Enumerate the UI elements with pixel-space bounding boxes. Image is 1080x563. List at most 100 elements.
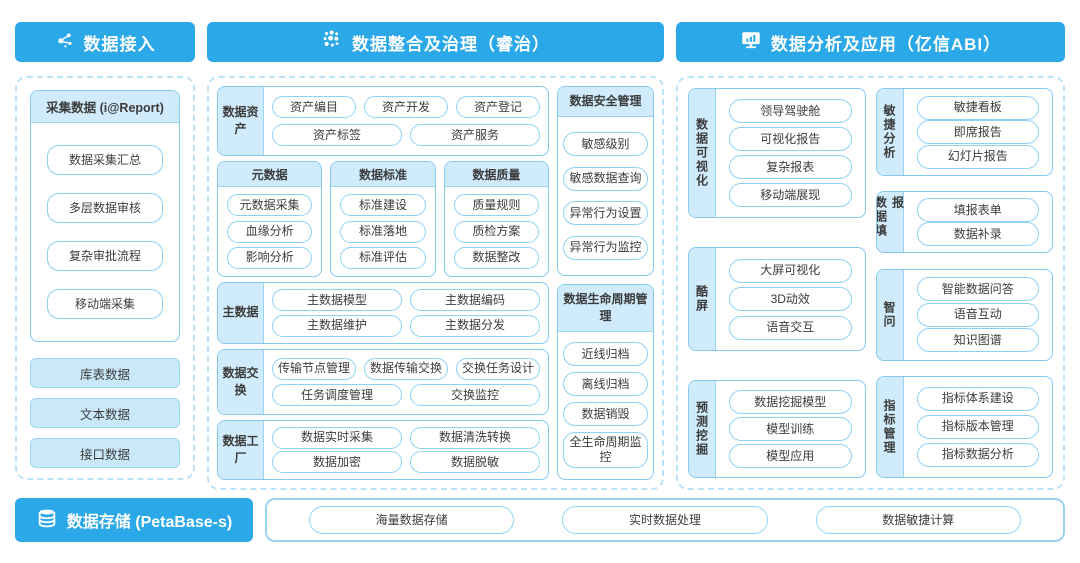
feature-pill: 数据整改 <box>453 246 539 269</box>
feature-pill: 近线归档 <box>563 342 648 367</box>
feature-pill: 资产服务 <box>410 124 540 146</box>
feature-pill: 领导驾驶舱 <box>729 99 852 123</box>
analysis-column: 数据分析及应用（亿信ABI） 数据可视化 领导驾驶舱 可视化报告 复杂报表 移动… <box>676 22 1065 490</box>
data-factory-group: 数据工厂 数据实时采集 数据清洗转换 数据加密 数据脱敏 <box>217 420 549 480</box>
feature-pill: 3D动效 <box>729 287 852 311</box>
data-factory-label: 数据工厂 <box>218 421 264 479</box>
feature-pill: 移动端采集 <box>47 289 163 319</box>
collect-data-items: 数据采集汇总 多层数据审核 复杂审批流程 移动端采集 <box>31 123 179 341</box>
network-icon <box>55 30 75 55</box>
indicator-management-group: 指标管理 指标体系建设 指标版本管理 指标数据分析 <box>875 375 1053 478</box>
feature-pill: 血缘分析 <box>227 220 313 243</box>
data-access-header: 数据接入 <box>15 22 195 62</box>
feature-pill: 海量数据存储 <box>309 506 515 534</box>
governance-panel: 数据资产 资产编目 资产开发 资产登记 资产标签 资产服务 <box>207 76 664 490</box>
governance-column: 数据整合及治理（睿治） 数据资产 资产编目 资产开发 资产登记 <box>207 22 664 490</box>
feature-pill: 传输节点管理 <box>272 357 356 380</box>
data-lifecycle-title: 数据生命周期管理 <box>558 285 653 332</box>
database-icon <box>36 507 58 534</box>
feature-pill: 实时数据处理 <box>562 506 768 534</box>
feature-pill: 模型应用 <box>729 444 852 468</box>
feature-pill: 交换任务设计 <box>456 357 540 380</box>
data-visualization-label: 数据可视化 <box>689 89 716 217</box>
data-asset-group: 数据资产 资产编目 资产开发 资产登记 资产标签 资产服务 <box>217 86 549 156</box>
feature-pill: 幻灯片报告 <box>916 144 1039 169</box>
feature-pill: 离线归档 <box>563 372 648 397</box>
data-source-item: 文本数据 <box>30 398 180 428</box>
data-quality-title: 数据质量 <box>444 162 548 187</box>
feature-pill: 资产编目 <box>272 96 356 118</box>
metadata-title: 元数据 <box>218 162 322 187</box>
top-section: 数据接入 采集数据 (i@Report) 数据采集汇总 多层数据审核 复杂审批流… <box>15 22 1065 490</box>
feature-pill: 敏感数据查询 <box>563 166 648 191</box>
data-lifecycle-card: 数据生命周期管理 近线归档 离线归档 数据销毁 全生命周期监控 <box>557 284 654 480</box>
data-asset-label: 数据资产 <box>218 87 264 155</box>
cool-screen-label: 酷屏 <box>689 248 716 350</box>
feature-pill: 语音互动 <box>916 302 1039 327</box>
feature-pill: 影响分析 <box>227 246 313 269</box>
data-access-title: 数据接入 <box>83 34 156 54</box>
analysis-panel: 数据可视化 领导驾驶舱 可视化报告 复杂报表 移动端展现 酷屏 大屏可视化 3D… <box>676 76 1065 490</box>
agile-analysis-label: 敏捷分析 <box>876 89 904 175</box>
data-standard-card: 数据标准 标准建设 标准落地 标准评估 <box>330 161 436 277</box>
feature-pill: 指标版本管理 <box>916 414 1039 439</box>
governance-side: 数据安全管理 敏感级别 敏感数据查询 异常行为设置 异常行为监控 数据生命周期管… <box>557 86 654 480</box>
cool-screen-group: 酷屏 大屏可视化 3D动效 语音交互 <box>688 247 866 351</box>
smart-ask-group: 智问 智能数据问答 语音互动 知识图谱 <box>875 268 1053 361</box>
storage-section: 数据存储 (PetaBase-s) 海量数据存储 实时数据处理 数据敏捷计算 <box>15 498 1065 542</box>
feature-pill: 主数据维护 <box>272 314 402 337</box>
predictive-mining-label: 预测挖掘 <box>689 381 716 477</box>
feature-pill: 敏感级别 <box>563 132 648 157</box>
feature-pill: 可视化报告 <box>729 127 852 151</box>
data-security-card: 数据安全管理 敏感级别 敏感数据查询 异常行为设置 异常行为监控 <box>557 86 654 276</box>
feature-pill: 多层数据审核 <box>47 193 163 223</box>
master-data-group: 主数据 主数据模型 主数据编码 主数据维护 主数据分发 <box>217 282 549 344</box>
data-exchange-label: 数据交换 <box>218 350 264 414</box>
feature-pill: 数据销毁 <box>563 402 648 427</box>
feature-pill: 填报表单 <box>916 198 1039 223</box>
feature-pill: 数据脱敏 <box>410 451 540 474</box>
storage-title: 数据存储 (PetaBase-s) <box>66 514 233 531</box>
feature-pill: 标准建设 <box>340 194 426 217</box>
feature-pill: 标准评估 <box>340 246 426 269</box>
feature-pill: 指标数据分析 <box>916 442 1039 467</box>
feature-pill: 标准落地 <box>340 220 426 243</box>
data-source-item: 库表数据 <box>30 358 180 388</box>
feature-pill: 移动端展现 <box>729 183 852 207</box>
analysis-title: 数据分析及应用（亿信ABI） <box>770 34 1002 54</box>
feature-pill: 复杂报表 <box>729 155 852 179</box>
feature-pill: 质量规则 <box>453 194 539 217</box>
feature-pill: 主数据编码 <box>410 289 540 312</box>
dots-cluster-icon <box>321 29 343 56</box>
collect-data-title: 采集数据 (i@Report) <box>31 91 179 123</box>
analysis-header: 数据分析及应用（亿信ABI） <box>676 22 1065 62</box>
feature-pill: 数据清洗转换 <box>410 426 540 449</box>
indicator-management-label: 指标管理 <box>876 376 904 477</box>
feature-pill: 主数据分发 <box>410 314 540 337</box>
feature-pill: 交换监控 <box>410 384 540 407</box>
feature-pill: 资产标签 <box>272 124 402 146</box>
storage-panel: 海量数据存储 实时数据处理 数据敏捷计算 <box>265 498 1065 542</box>
feature-pill: 全生命周期监控 <box>563 432 648 469</box>
feature-pill: 敏捷看板 <box>916 95 1039 120</box>
metadata-standard-quality-row: 元数据 元数据采集 血缘分析 影响分析 数据标准 标准建设 标准落地 <box>217 161 549 277</box>
feature-pill: 异常行为设置 <box>563 201 648 226</box>
feature-pill: 智能数据问答 <box>916 277 1039 302</box>
data-security-title: 数据安全管理 <box>558 87 653 117</box>
feature-pill: 数据加密 <box>272 451 402 474</box>
data-source-item: 接口数据 <box>30 438 180 468</box>
storage-header: 数据存储 (PetaBase-s) <box>15 498 253 542</box>
feature-pill: 大屏可视化 <box>729 258 852 283</box>
governance-title: 数据整合及治理（睿治） <box>352 34 550 54</box>
feature-pill: 数据采集汇总 <box>47 145 163 175</box>
data-filling-group: 数据填报 填报表单 数据补录 <box>875 191 1053 254</box>
feature-pill: 指标体系建设 <box>916 386 1039 411</box>
data-standard-title: 数据标准 <box>331 162 435 187</box>
feature-pill: 数据补录 <box>916 222 1039 247</box>
feature-pill: 质检方案 <box>453 220 539 243</box>
feature-pill: 任务调度管理 <box>272 384 402 407</box>
data-quality-card: 数据质量 质量规则 质检方案 数据整改 <box>443 161 549 277</box>
governance-main: 数据资产 资产编目 资产开发 资产登记 资产标签 资产服务 <box>217 86 549 480</box>
monitor-chart-icon <box>740 29 762 56</box>
